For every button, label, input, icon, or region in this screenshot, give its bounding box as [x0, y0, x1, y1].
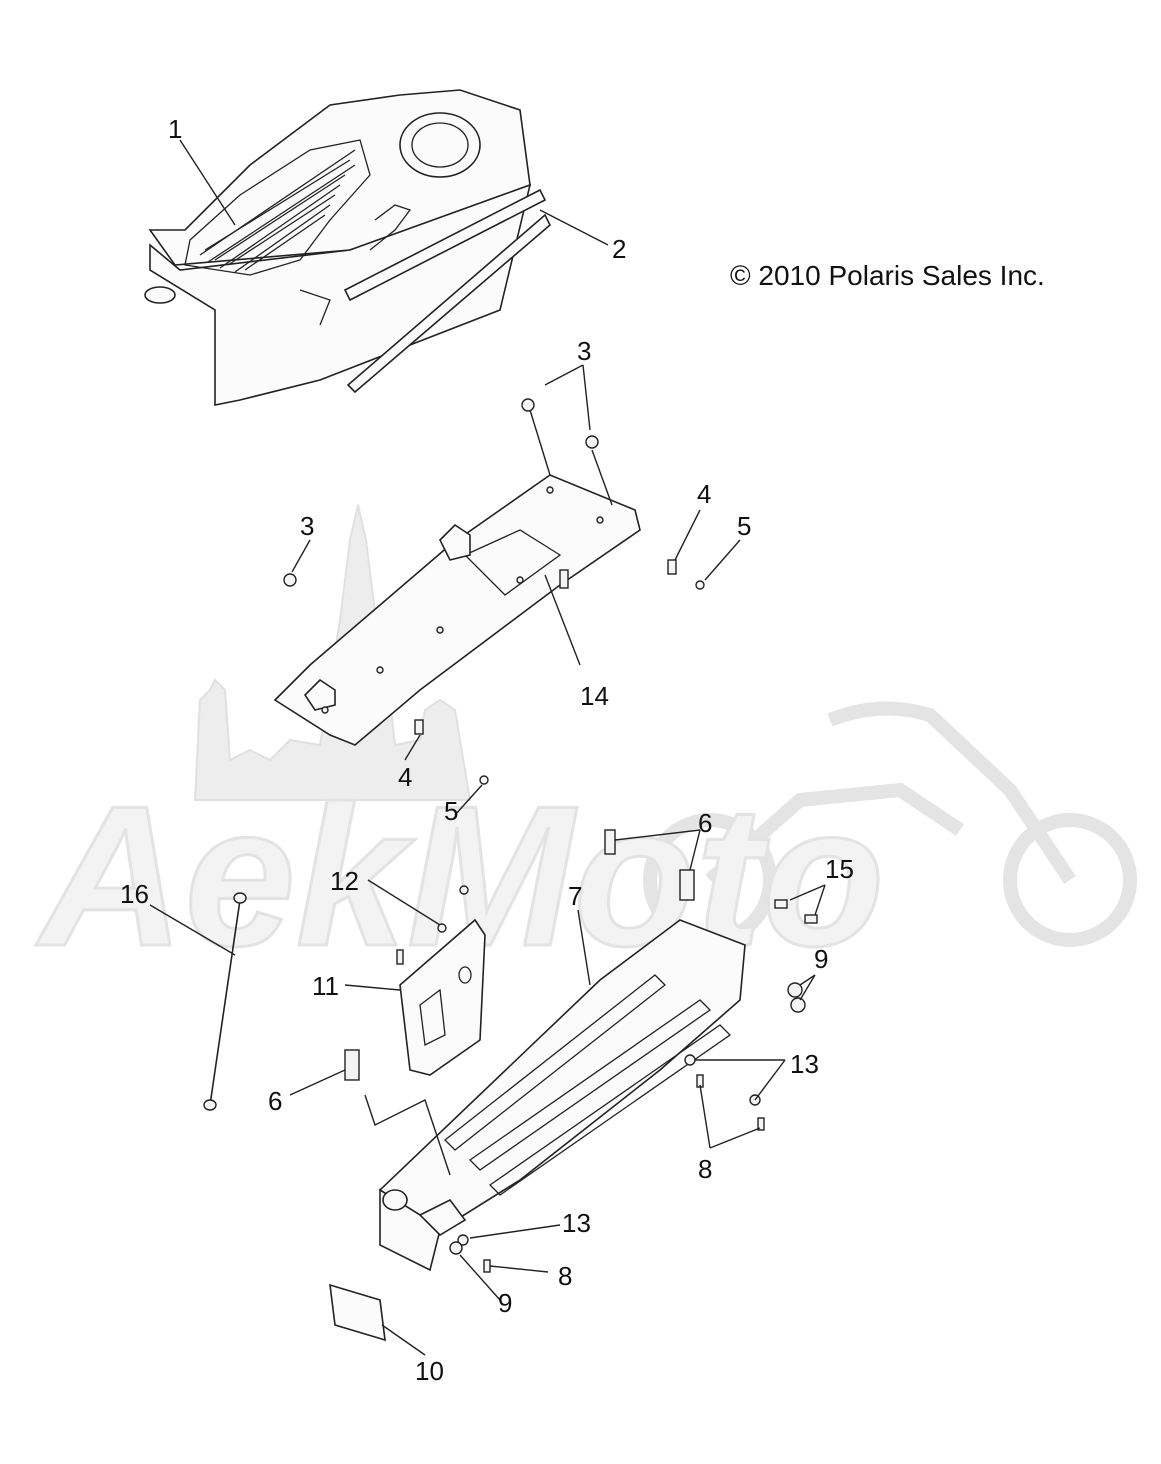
part-10-bracket [329, 1283, 386, 1342]
callout-6-top: 6 [698, 808, 712, 838]
callout-11: 11 [312, 971, 339, 1001]
cover-slots [199, 149, 356, 273]
callout-5-right: 5 [737, 511, 751, 541]
part-2-strip [343, 188, 551, 394]
callout-3-top: 3 [577, 336, 591, 366]
callout-14: 14 [580, 681, 609, 711]
callouts: 1 2 3 3 4 5 14 4 5 6 12 7 15 16 11 9 6 1… [120, 114, 854, 1386]
callout-1: 1 [168, 114, 182, 144]
part-1-cover [144, 89, 532, 406]
callout-12: 12 [330, 866, 359, 896]
hardware [283, 398, 818, 1273]
leader-lines [149, 139, 826, 1356]
callout-9-bottom: 9 [498, 1288, 512, 1318]
callout-15: 15 [825, 854, 854, 884]
callout-2: 2 [612, 234, 626, 264]
part-14-plate [273, 474, 641, 746]
callout-8-bottom: 8 [558, 1261, 572, 1291]
callout-6-left: 6 [268, 1086, 282, 1116]
callout-13-right: 13 [790, 1049, 819, 1079]
callout-4-right: 4 [697, 479, 711, 509]
part-16-rod [203, 892, 247, 1111]
callout-5-left: 5 [444, 796, 458, 826]
callout-4-left: 4 [398, 762, 412, 792]
copyright-notice: © 2010 Polaris Sales Inc. [730, 260, 1045, 291]
callout-7: 7 [568, 881, 582, 911]
plate-slots [444, 974, 732, 1196]
callout-16: 16 [120, 879, 149, 909]
watermark-skyline [193, 504, 472, 801]
callout-8-right: 8 [698, 1154, 712, 1184]
watermark: AekMoto [34, 504, 1137, 990]
callout-9-right: 9 [814, 944, 828, 974]
callout-10: 10 [415, 1356, 444, 1386]
part-11-bracket [399, 918, 486, 1076]
callout-3-left: 3 [300, 511, 314, 541]
callout-13-bottom: 13 [562, 1208, 591, 1238]
part-7-plate [378, 919, 746, 1272]
